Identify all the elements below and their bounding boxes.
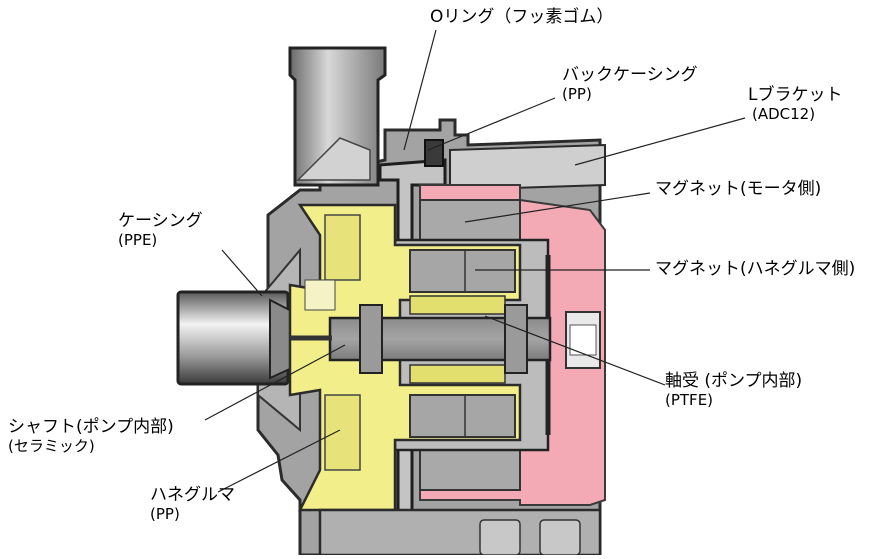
leader-impeller <box>217 429 341 493</box>
label-bearing-material: (PTFE) <box>665 391 714 409</box>
label-o-ring: Oリング（フッ素ゴム） <box>430 7 614 27</box>
leader-o-ring <box>403 29 437 151</box>
label-casing-material: (PPE) <box>118 231 158 249</box>
leader-casing <box>221 249 263 297</box>
label-magnet-motor: マグネット(モータ側) <box>655 179 822 199</box>
bearing-lower <box>409 364 506 384</box>
leader-lines <box>204 29 746 493</box>
label-casing: ケーシング <box>118 211 203 231</box>
impeller-vane-lower <box>324 394 361 471</box>
impeller-magnet-upper <box>409 249 516 293</box>
shaft-support-right <box>504 304 528 374</box>
leader-shaft <box>204 344 346 421</box>
label-impeller: ハネグルマ <box>150 485 235 505</box>
impeller-gap-upper <box>304 279 336 311</box>
label-back-casing: バックケーシング <box>562 65 698 85</box>
discharge-pipe-inner <box>296 137 371 181</box>
label-l-bracket-material: (ADC12) <box>752 105 816 123</box>
o-ring-seat <box>424 139 444 167</box>
label-l-bracket: Lブラケット <box>748 85 843 105</box>
label-back-casing-material: (PP) <box>562 85 592 103</box>
leader-back-casing <box>427 97 556 151</box>
motor-magnet-lower <box>419 444 521 491</box>
label-shaft-material: (セラミック) <box>8 437 95 455</box>
leader-magnet-motor <box>464 192 651 223</box>
label-bearing: 軸受 (ポンプ内部) <box>665 371 803 391</box>
label-magnet-impeller: マグネット(ハネグルマ側) <box>655 259 856 279</box>
impeller-magnet-lower <box>409 394 516 438</box>
label-impeller-material: (PP) <box>150 505 180 523</box>
leader-l-bracket <box>574 117 746 166</box>
motor-magnet-upper <box>419 199 521 246</box>
bearing-upper <box>409 295 506 315</box>
shaft-support-left <box>359 304 383 374</box>
impeller-vane-upper <box>324 214 361 281</box>
label-shaft: シャフト(ポンプ内部) <box>8 417 174 437</box>
leader-bearing <box>484 315 666 386</box>
l-bracket <box>449 143 606 192</box>
